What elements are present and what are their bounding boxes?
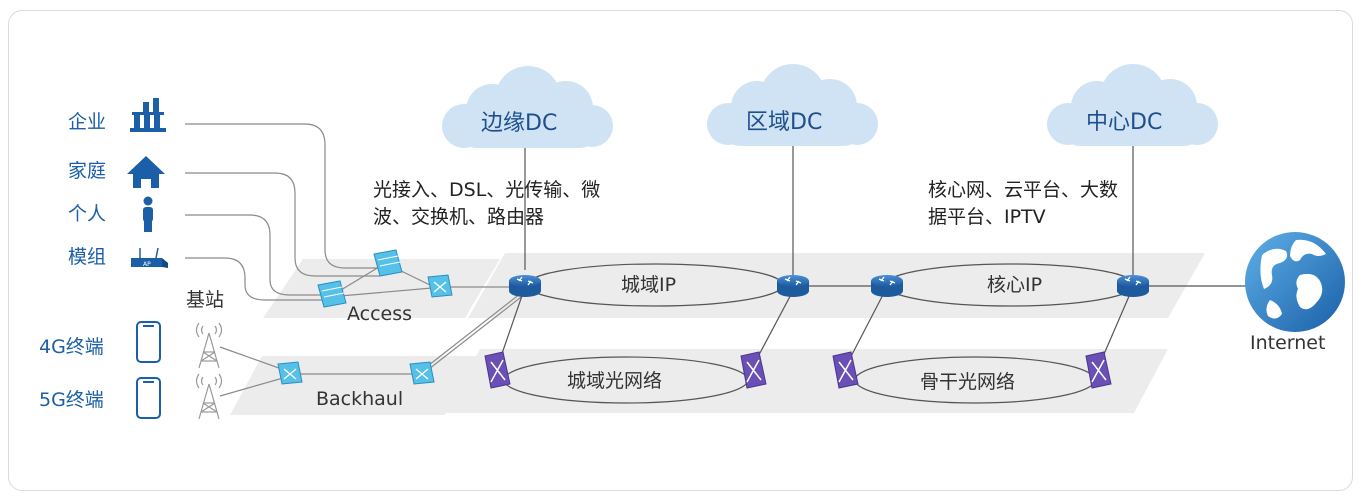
cell-tower-icon [195,322,223,369]
person-icon [143,196,153,232]
olt-icon [317,280,347,308]
globe-icon [1245,232,1345,332]
router-icon [777,275,809,297]
router-icon [1117,275,1149,297]
oxc-icon [1085,351,1112,389]
edge-description: 光接入、DSL、光传输、微波、交换机、路由器 [373,179,601,228]
region-dc-label: 区域DC [746,110,823,135]
internet-label: Internet [1250,332,1326,354]
metro-ip-label: 城域IP [621,274,677,296]
svg-text:AP: AP [143,261,151,268]
factory-icon [130,98,166,132]
cloud-center-dc [1047,64,1218,146]
core-ip-label: 核心IP [987,274,1043,296]
access-label: Access [347,303,413,325]
center-description: 核心网、云平台、大数据平台、IPTV [928,179,1119,228]
switch-icon [277,361,303,385]
terminal-4g-label: 4G终端 [39,336,104,358]
oxc-icon [740,351,767,389]
switch-icon [427,274,453,298]
backhaul-label: Backhaul [316,388,404,410]
metro-optical-label: 城域光网络 [567,370,663,392]
base-station-label: 基站 [186,289,225,311]
olt-icon [373,249,403,277]
house-icon [127,156,165,188]
phone-icon [136,377,161,419]
oxc-icon [832,351,859,389]
backbone-optical-label: 骨干光网络 [920,371,1016,393]
switch-icon [409,361,435,385]
edge-dc-label: 边缘DC [481,111,558,136]
cell-tower-icon [195,373,223,420]
phone-icon [136,321,161,363]
home-label: 家庭 [68,160,107,182]
personal-label: 个人 [68,203,107,225]
cloud-edge-dc [442,66,613,148]
router-icon [871,275,903,297]
module-label: 模组 [68,246,107,268]
access-plane [263,259,500,318]
ap-module-icon: AP [131,247,168,268]
terminal-5g-label: 5G终端 [39,389,104,411]
cloud-region-dc [707,64,878,146]
oxc-icon [484,351,511,389]
router-icon [509,275,541,297]
center-dc-label: 中心DC [1086,110,1163,135]
optical-plane [446,349,1168,413]
enterprise-label: 企业 [68,111,107,133]
